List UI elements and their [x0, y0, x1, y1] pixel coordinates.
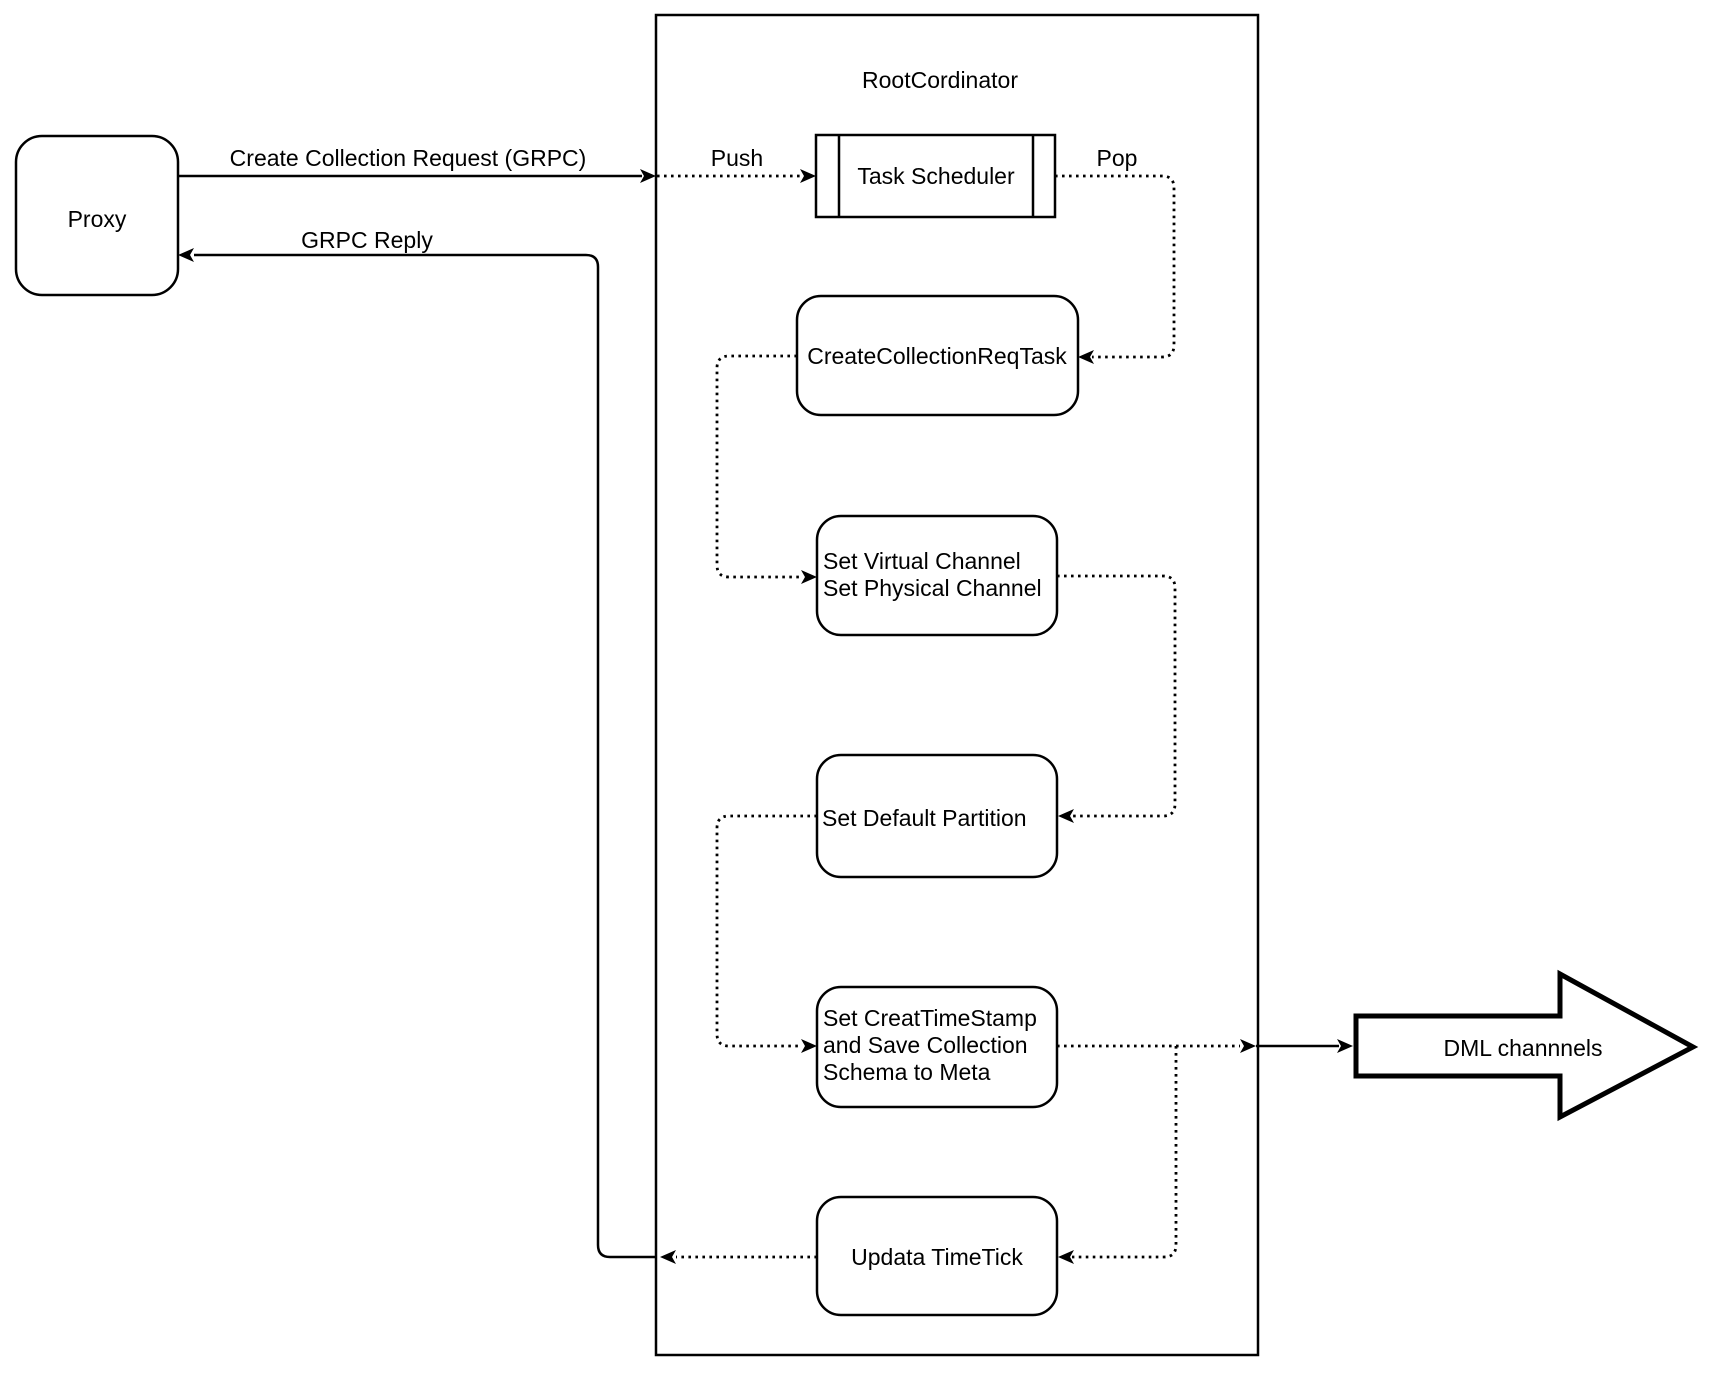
arrowhead-into-defaultpartition — [1058, 809, 1074, 823]
proxy-node — [14, 134, 180, 297]
dml-channels-label: DML channnels — [1444, 1035, 1603, 1061]
create-collection-request-label: Create Collection Request (GRPC) — [230, 145, 587, 171]
arrowhead-into-setchannels — [801, 570, 817, 584]
dml-channels-arrow — [1353, 969, 1699, 1122]
pop-edge — [1055, 174, 1176, 359]
task-scheduler-label: Task Scheduler — [857, 163, 1015, 189]
set-creat-timestamp-line2: and Save Collection — [823, 1032, 1028, 1058]
arrowhead-into-proxy — [178, 248, 194, 262]
edge-reqtask-to-setchannels — [715, 354, 801, 579]
pop-label: Pop — [1097, 145, 1138, 171]
set-creat-timestamp-line1: Set CreatTimeStamp — [823, 1005, 1037, 1031]
push-label: Push — [711, 145, 763, 171]
updata-timetick-label: Updata TimeTick — [851, 1244, 1023, 1270]
arrowhead-push — [800, 169, 816, 183]
arrowhead-into-updatatimetick — [1058, 1250, 1074, 1264]
rootcordinator-container — [654, 13, 1260, 1357]
grpc-reply-edge — [194, 253, 656, 1259]
set-creat-timestamp-line3: Schema to Meta — [823, 1059, 991, 1085]
set-channels-line2: Set Physical Channel — [823, 575, 1042, 601]
edge-defaultpartition-to-timestamp — [715, 814, 817, 1048]
arrowhead-into-dml — [1337, 1039, 1353, 1053]
rootcordinator-title: RootCordinator — [862, 67, 1018, 93]
edge-timestamp-to-updatatimetick — [1072, 1046, 1178, 1259]
proxy-label: Proxy — [68, 206, 127, 232]
arrowhead-into-container — [640, 169, 656, 183]
grpc-reply-label: GRPC Reply — [301, 227, 433, 253]
arrowhead-into-timestamp — [801, 1039, 817, 1053]
edge-setchannels-to-defaultpartition — [1057, 574, 1177, 818]
set-channels-line1: Set Virtual Channel — [823, 548, 1021, 574]
arrowhead-pop — [1078, 350, 1094, 364]
arrowhead-at-reply-junction — [660, 1250, 676, 1264]
arrowhead-at-container-edge — [1240, 1039, 1256, 1053]
set-default-partition-label: Set Default Partition — [822, 805, 1027, 831]
task-scheduler-node — [814, 133, 1057, 219]
create-collection-req-task-label: CreateCollectionReqTask — [807, 343, 1067, 369]
